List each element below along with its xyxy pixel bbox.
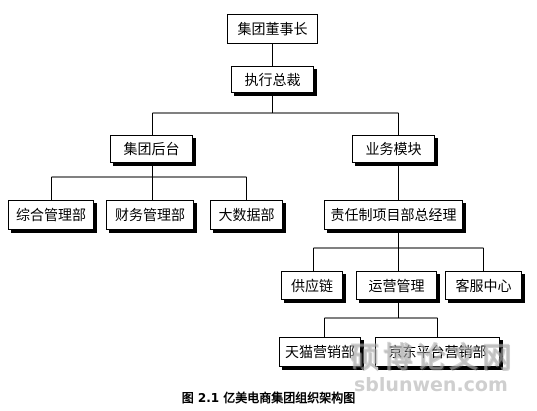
node-operations: 运营管理 bbox=[356, 271, 437, 300]
node-supply-chain: 供应链 bbox=[281, 271, 343, 300]
node-bigdata: 大数据部 bbox=[210, 200, 283, 230]
node-ceo: 执行总裁 bbox=[231, 66, 314, 93]
figure-caption: 图 2.1 亿美电商集团组织架构图 bbox=[181, 391, 356, 405]
node-chairman: 集团董事长 bbox=[227, 14, 318, 44]
node-customer-service: 客服中心 bbox=[445, 271, 522, 300]
node-backoffice: 集团后台 bbox=[110, 135, 193, 163]
node-general-mgmt: 综合管理部 bbox=[8, 200, 94, 230]
node-finance: 财务管理部 bbox=[106, 200, 194, 230]
node-tmall-marketing: 天猫营销部 bbox=[279, 337, 361, 367]
node-jd-marketing: 京东平台营销部 bbox=[375, 337, 500, 367]
node-business: 业务模块 bbox=[352, 135, 435, 163]
node-project-gm: 责任制项目部总经理 bbox=[324, 200, 463, 230]
